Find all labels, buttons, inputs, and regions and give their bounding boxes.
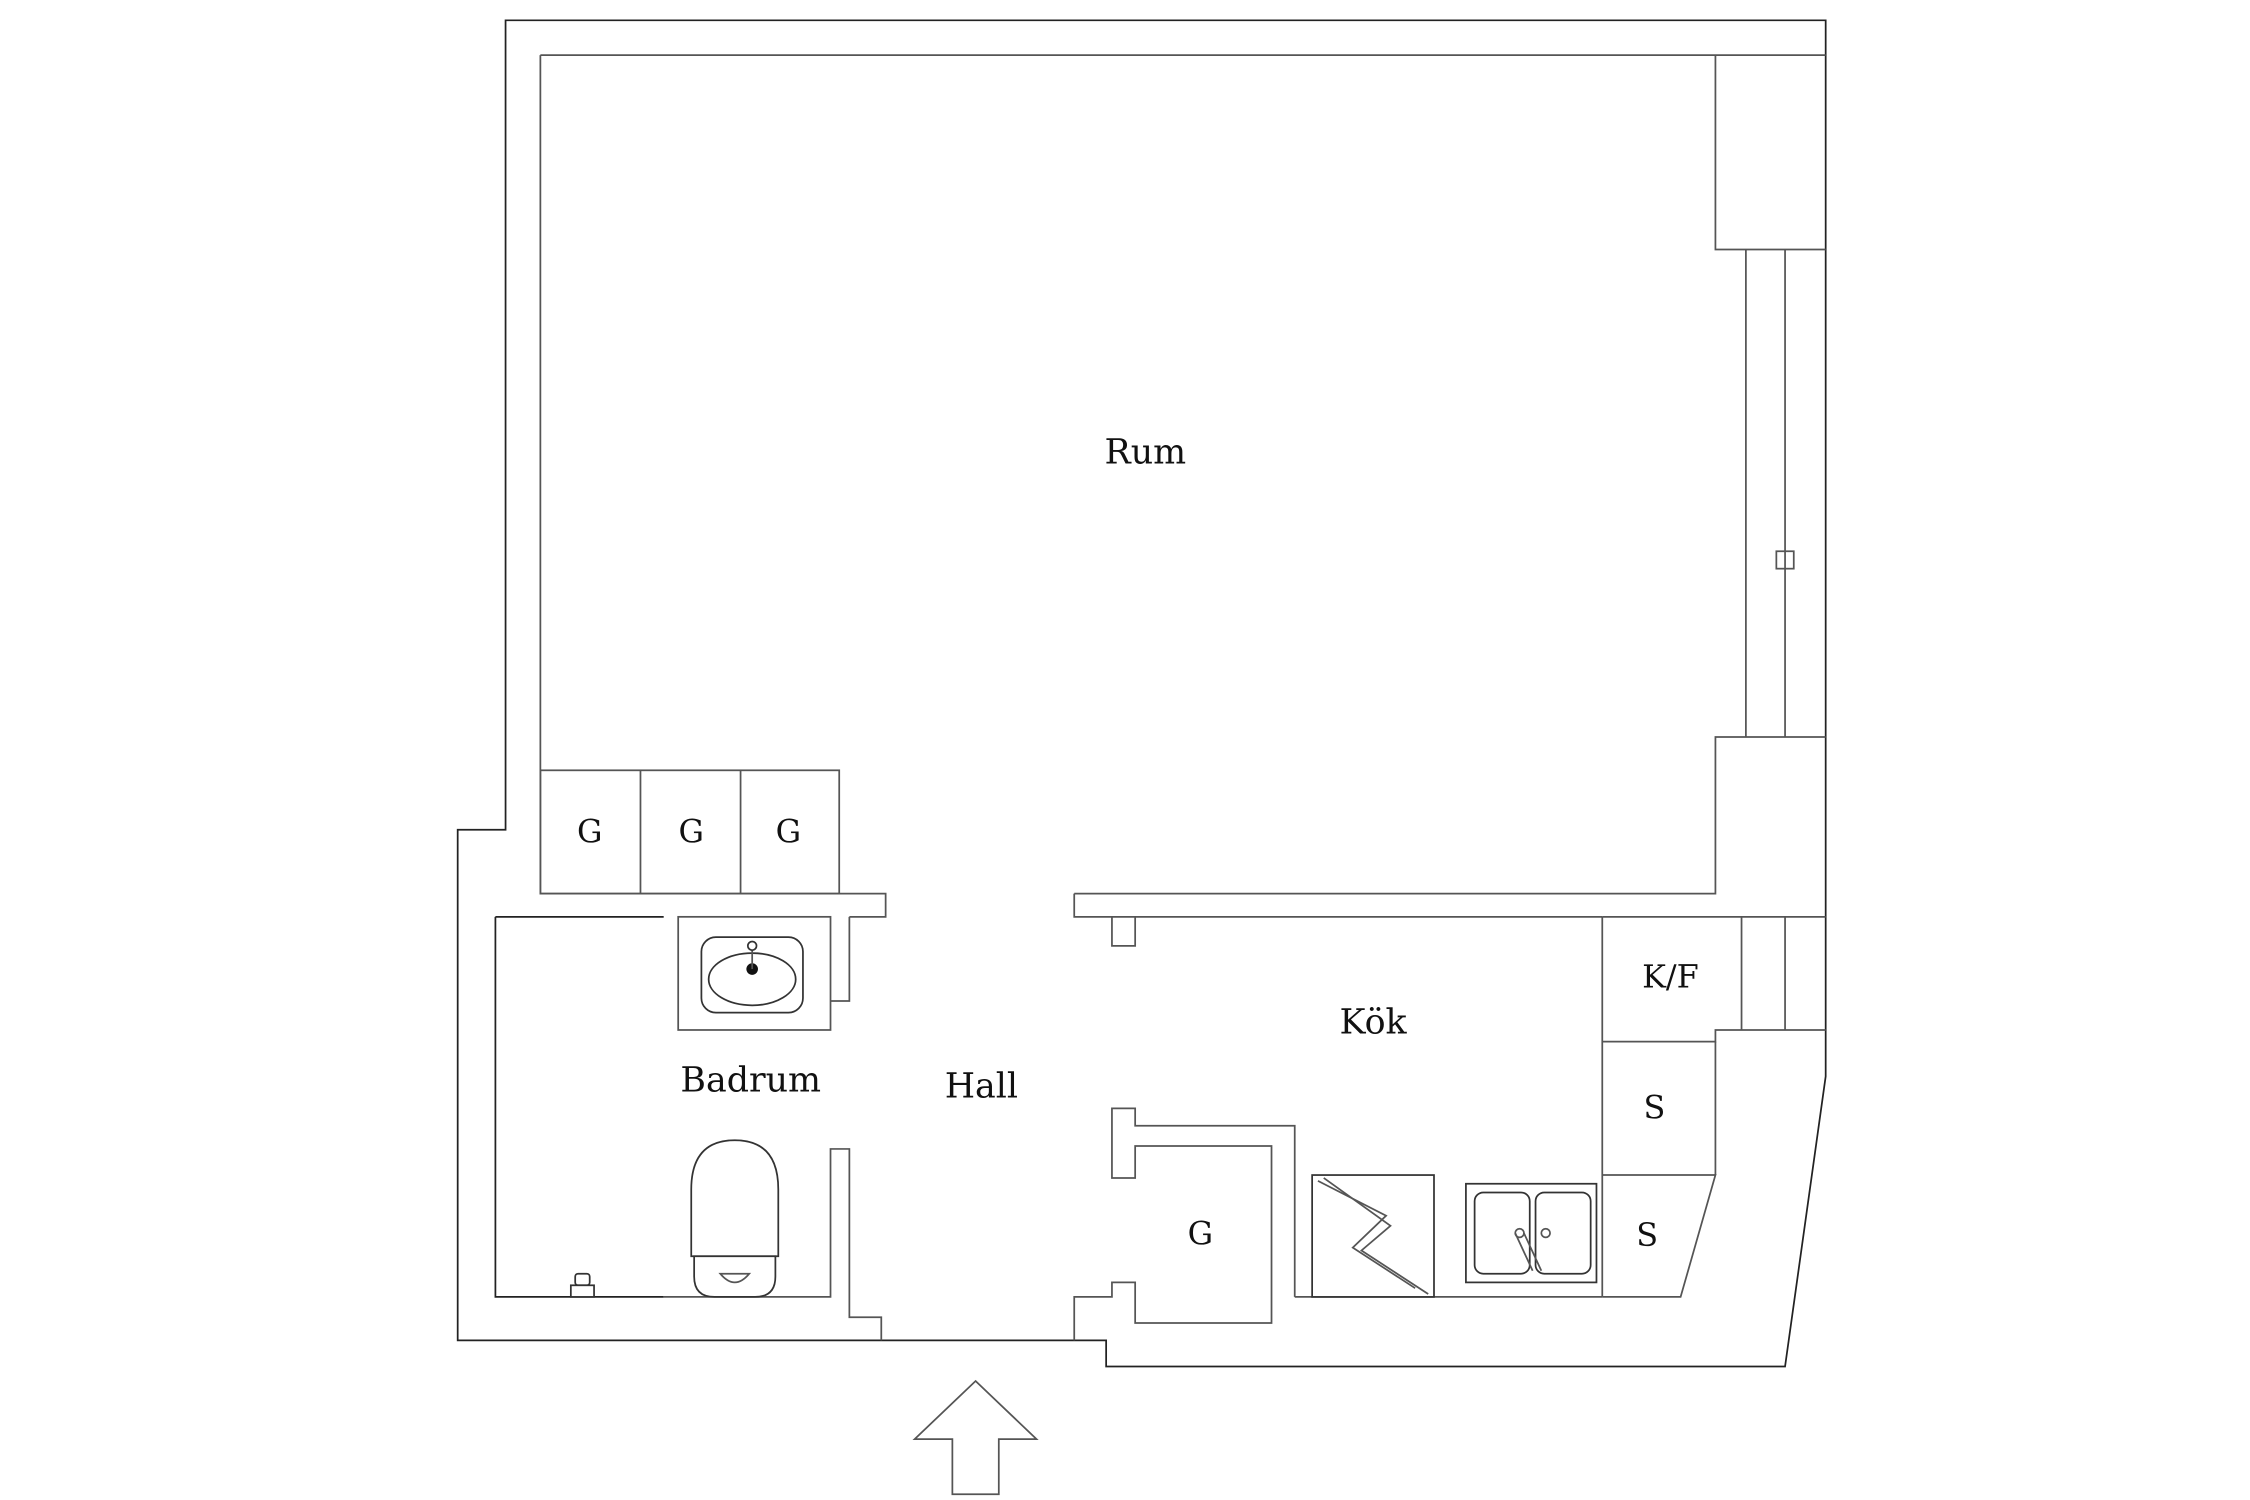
- washbasin-icon: [700, 936, 804, 1014]
- room-label-badrum: Badrum: [680, 1061, 821, 1101]
- badrum-room: [494, 915, 883, 1341]
- closet-row: [539, 769, 841, 895]
- closet-label-hall: G: [1188, 1214, 1214, 1252]
- toilet-icon: [690, 1139, 780, 1298]
- floor-drain-icon: [569, 1272, 595, 1298]
- radiator: [1775, 550, 1795, 570]
- window: [1745, 249, 1786, 737]
- outer-wall: [456, 19, 1827, 1368]
- entrance-arrow-icon: [912, 1379, 1039, 1496]
- cabinet-label-1: S: [1644, 1088, 1666, 1126]
- room-label-kok: Kök: [1340, 1003, 1408, 1043]
- rum-room: [539, 54, 1826, 947]
- room-label-rum: Rum: [1105, 433, 1187, 473]
- closet-label-3: G: [776, 813, 802, 851]
- cabinet-label-2: S: [1636, 1216, 1658, 1254]
- room-label-hall: Hall: [945, 1067, 1018, 1107]
- fridge-freezer-label: K/F: [1642, 958, 1699, 996]
- closet-label-2: G: [678, 813, 704, 851]
- washbasin-counter: [677, 915, 832, 1031]
- closet-label-1: G: [577, 813, 603, 851]
- kok-room: [1294, 915, 1826, 1298]
- hall-walls: [1073, 1107, 1296, 1341]
- double-sink-icon: [1465, 1182, 1598, 1284]
- stove-icon: [1311, 1174, 1435, 1298]
